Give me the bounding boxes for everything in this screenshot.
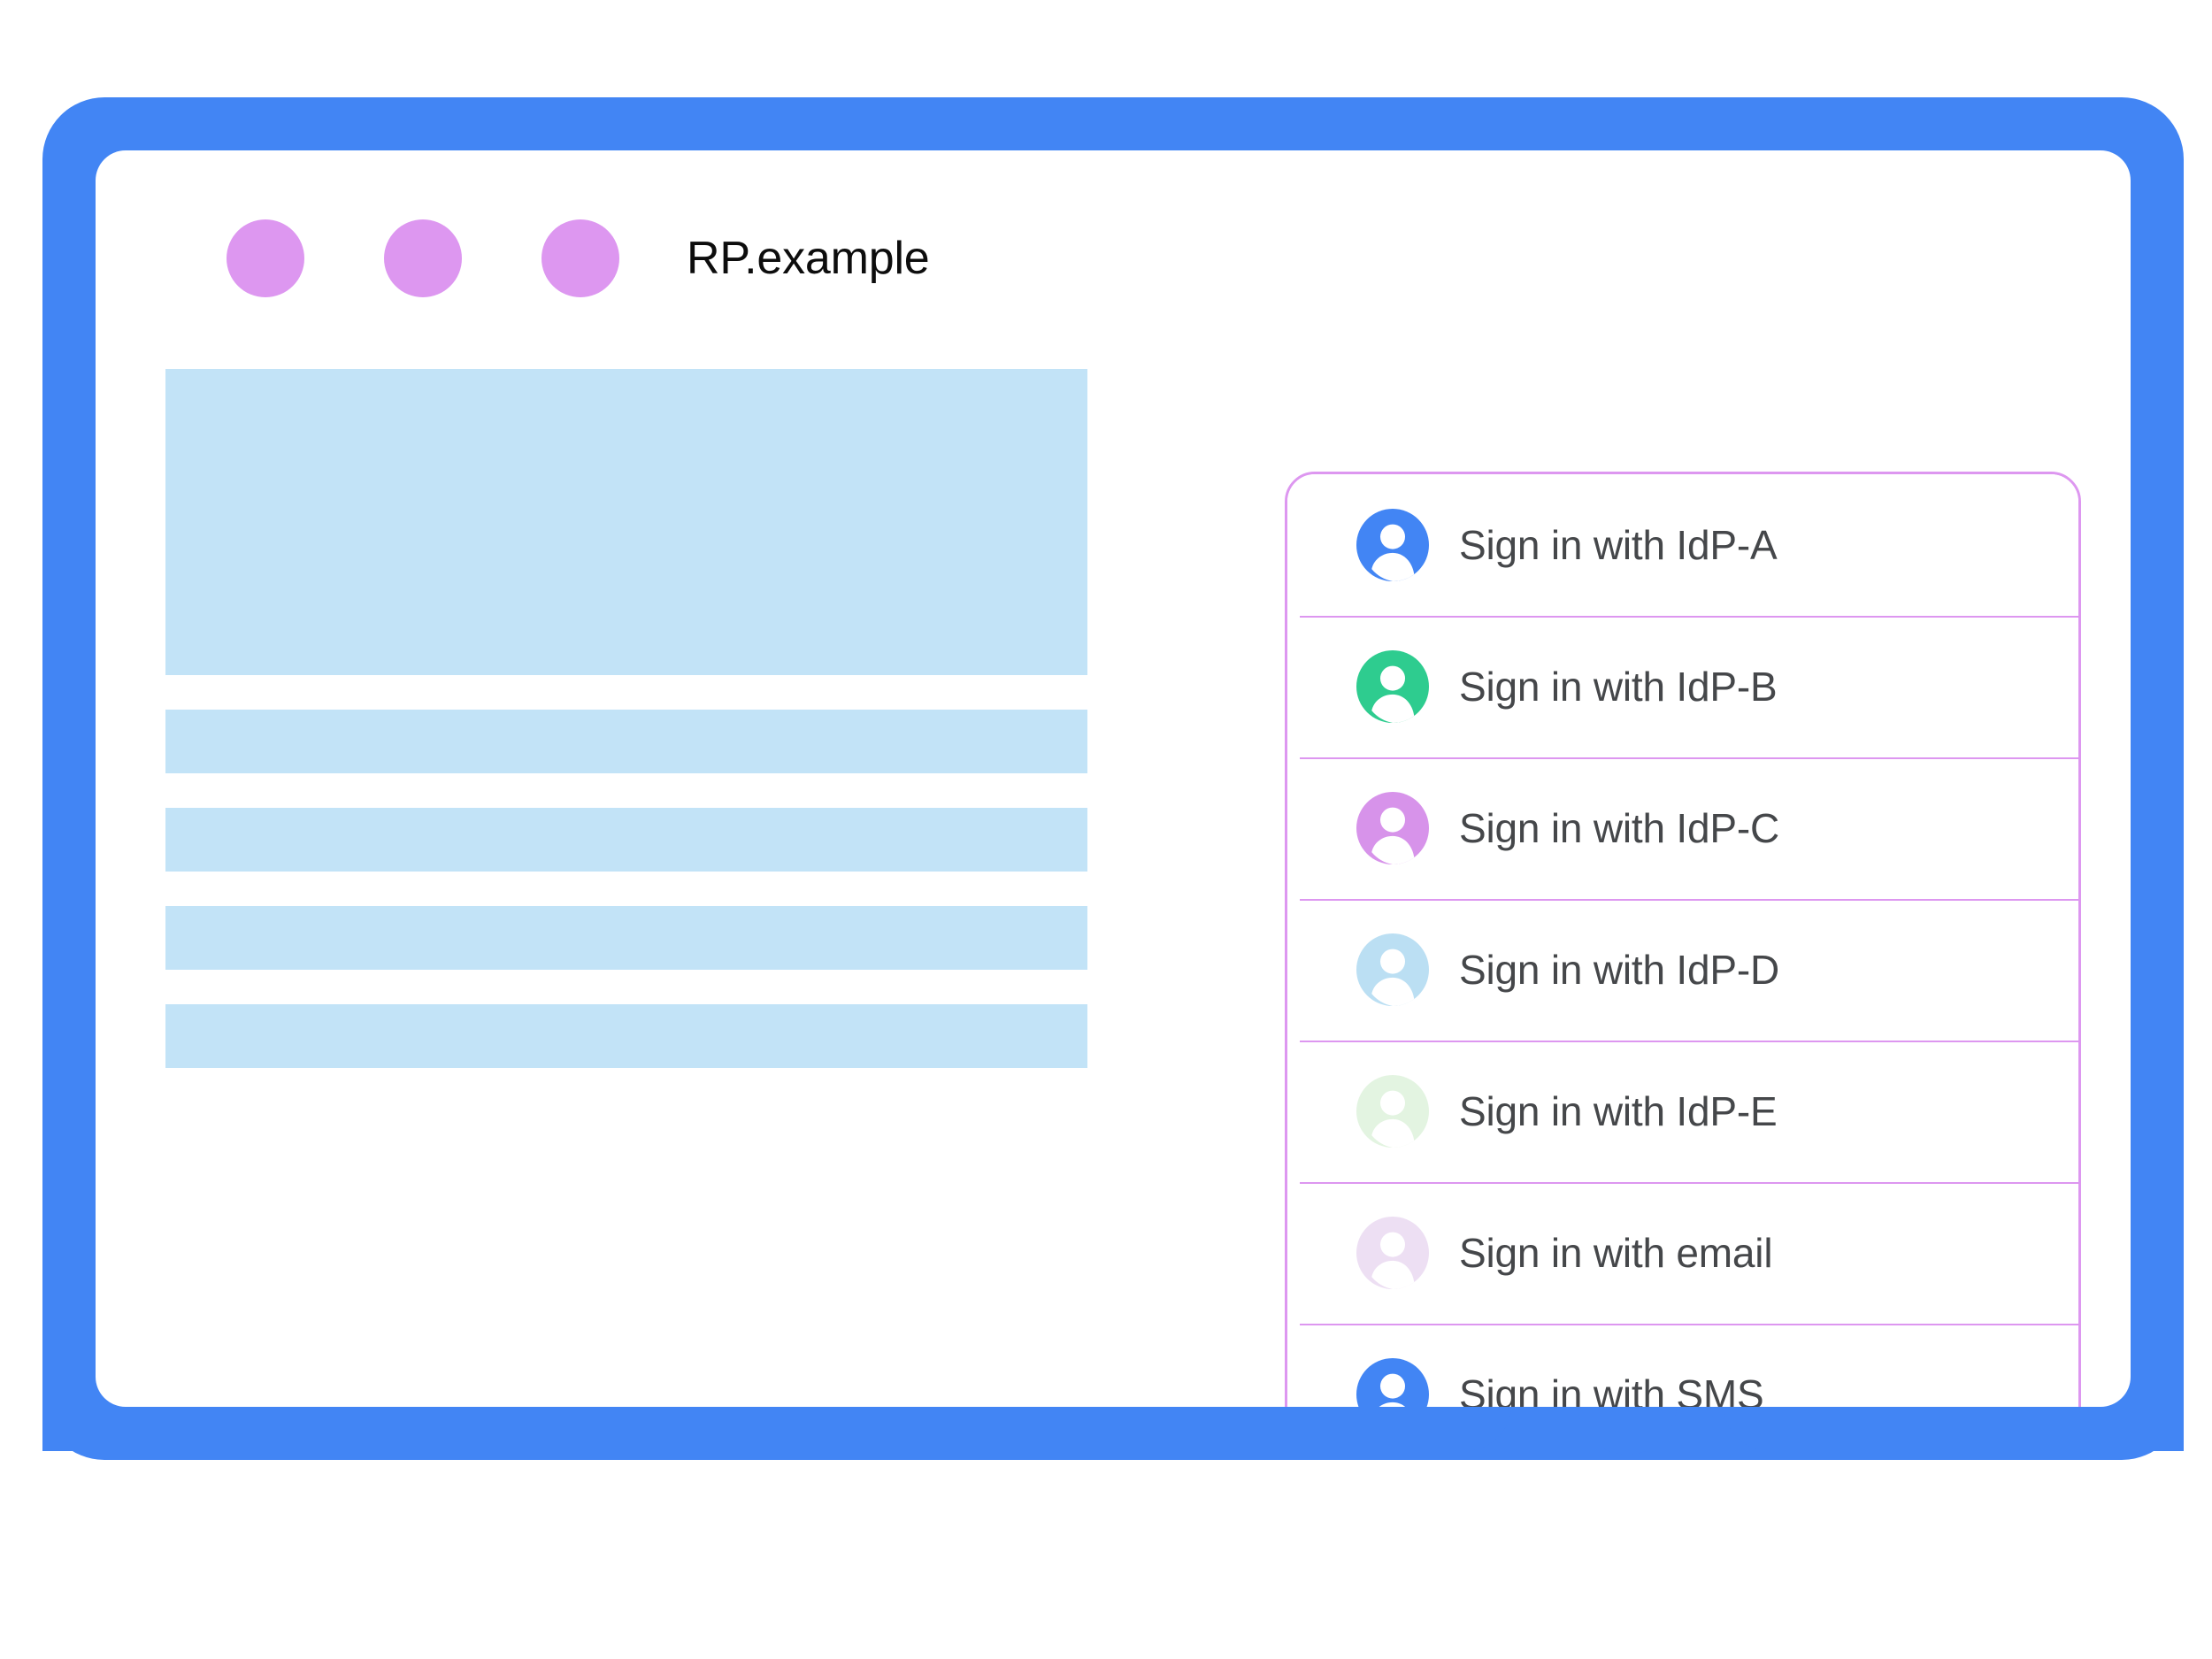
person-avatar-icon [1356, 1358, 1429, 1407]
content-bar-placeholder [165, 808, 1087, 872]
content-bar-placeholder [165, 906, 1087, 970]
signin-provider-row[interactable]: Sign in with IdP-E [1287, 1041, 2078, 1182]
signin-provider-row[interactable]: Sign in with email [1287, 1182, 2078, 1324]
signin-provider-label: Sign in with IdP-D [1459, 947, 1779, 993]
signin-provider-label: Sign in with IdP-C [1459, 805, 1779, 851]
signin-provider-label: Sign in with SMS [1459, 1371, 1764, 1407]
content-bar-placeholder [165, 710, 1087, 773]
content-hero-placeholder [165, 369, 1087, 675]
content-bar-placeholder [165, 1004, 1087, 1068]
signin-provider-panel: Sign in with IdP-A Sign in with IdP-B Sign… [1285, 472, 2081, 1407]
signin-provider-row[interactable]: Sign in with SMS [1287, 1324, 2078, 1407]
person-avatar-icon [1356, 650, 1429, 723]
person-avatar-icon [1356, 792, 1429, 864]
signin-provider-label: Sign in with IdP-E [1459, 1088, 1778, 1134]
signin-provider-row[interactable]: Sign in with IdP-C [1287, 757, 2078, 899]
signin-provider-row[interactable]: Sign in with IdP-D [1287, 899, 2078, 1041]
window-maximize-dot-icon[interactable] [541, 219, 619, 297]
person-avatar-icon [1356, 1075, 1429, 1148]
person-avatar-icon [1356, 933, 1429, 1006]
person-avatar-icon [1356, 509, 1429, 581]
page-title: RP.example [687, 233, 930, 284]
person-avatar-icon [1356, 1217, 1429, 1289]
signin-provider-label: Sign in with email [1459, 1230, 1773, 1276]
window-minimize-dot-icon[interactable] [384, 219, 462, 297]
signin-provider-label: Sign in with IdP-A [1459, 522, 1778, 568]
page-content-skeleton [165, 369, 1087, 1102]
signin-provider-row[interactable]: Sign in with IdP-A [1287, 474, 2078, 616]
signin-provider-label: Sign in with IdP-B [1459, 664, 1778, 710]
window-close-dot-icon[interactable] [227, 219, 304, 297]
browser-title-bar: RP.example [96, 150, 2131, 319]
signin-provider-row[interactable]: Sign in with IdP-B [1287, 616, 2078, 757]
